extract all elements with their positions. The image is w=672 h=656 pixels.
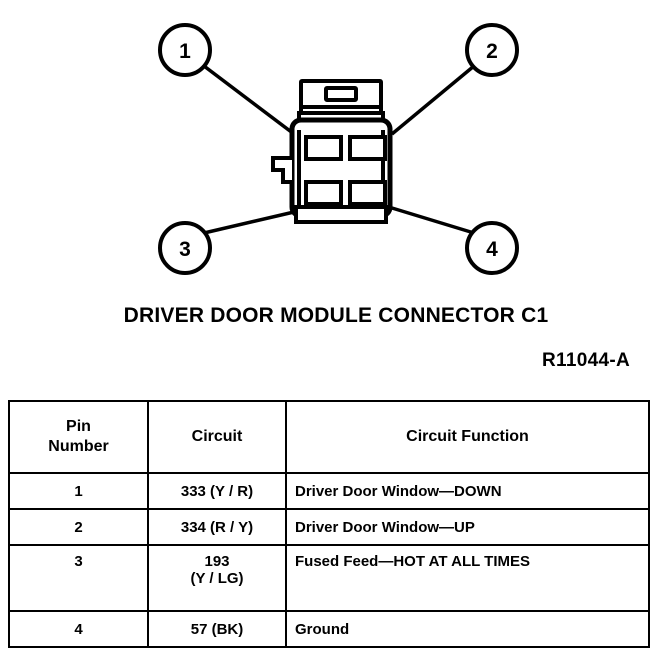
cell-circuit-function: Driver Door Window—DOWN xyxy=(285,472,650,510)
leader-line-4 xyxy=(391,206,475,235)
callout-label-2: 2 xyxy=(486,40,498,63)
cell-circuit-function: Ground xyxy=(285,610,650,648)
connector-latch-tab xyxy=(324,86,358,102)
cell-circuit-line2: (Y / LG) xyxy=(190,570,244,587)
callout-circle-4 xyxy=(465,221,519,275)
pin-cavity-4 xyxy=(348,180,387,206)
leader-line-1 xyxy=(202,64,296,136)
callout-label-3: 3 xyxy=(179,238,191,261)
connector-body-group xyxy=(271,79,393,224)
pin-cavity-3 xyxy=(304,180,343,206)
callout-circle-3 xyxy=(158,221,212,275)
connector-skirt xyxy=(294,205,388,224)
cell-circuit: 333 (Y / R) xyxy=(147,472,287,510)
table-row: 2 334 (R / Y) Driver Door Window—UP xyxy=(8,508,650,546)
pin-cavity-1 xyxy=(304,135,343,161)
callout-circle-1 xyxy=(158,23,212,77)
leader-line-3 xyxy=(203,210,295,235)
pin-assignment-table: Pin Number Circuit Circuit Function 1 33… xyxy=(8,400,650,648)
column-header-pin-line2: Number xyxy=(48,438,109,455)
callout-circle-2 xyxy=(465,23,519,77)
column-header-pin-number: Pin Number xyxy=(8,400,149,474)
column-header-pin-line1: Pin xyxy=(66,418,91,435)
table-header-row: Pin Number Circuit Circuit Function xyxy=(8,400,650,474)
connector-diagram: 1 2 3 4 xyxy=(0,0,672,300)
table-row: 3 193 (Y / LG) Fused Feed—HOT AT ALL TIM… xyxy=(8,544,650,612)
cell-circuit-function: Fused Feed—HOT AT ALL TIMES xyxy=(285,544,650,612)
connector-diagram-svg: 1 2 3 4 xyxy=(158,23,519,275)
cell-circuit: 193 (Y / LG) xyxy=(147,544,287,612)
cell-circuit: 334 (R / Y) xyxy=(147,508,287,546)
diagram-reference-code: R11044-A xyxy=(542,350,630,371)
column-header-circuit-function: Circuit Function xyxy=(285,400,650,474)
table-row: 4 57 (BK) Ground xyxy=(8,610,650,648)
cell-pin-number: 4 xyxy=(8,610,149,648)
connector-key-notch xyxy=(271,156,292,184)
pin-table-container: Pin Number Circuit Circuit Function 1 33… xyxy=(8,400,650,648)
leader-lines xyxy=(202,64,476,235)
cell-pin-number: 1 xyxy=(8,472,149,510)
cell-pin-number: 2 xyxy=(8,508,149,546)
cell-circuit: 57 (BK) xyxy=(147,610,287,648)
diagram-title: DRIVER DOOR MODULE CONNECTOR C1 xyxy=(123,304,549,327)
callout-circles: 1 2 3 4 xyxy=(158,23,519,275)
pin-cavity-2 xyxy=(348,135,387,161)
leader-line-2 xyxy=(390,64,476,136)
cell-circuit-line1: 193 xyxy=(204,553,230,570)
cell-pin-number: 3 xyxy=(8,544,149,612)
callout-label-1: 1 xyxy=(179,40,191,63)
column-header-circuit: Circuit xyxy=(147,400,287,474)
cell-circuit-function: Driver Door Window—UP xyxy=(285,508,650,546)
callout-label-4: 4 xyxy=(486,238,498,261)
table-row: 1 333 (Y / R) Driver Door Window—DOWN xyxy=(8,472,650,510)
